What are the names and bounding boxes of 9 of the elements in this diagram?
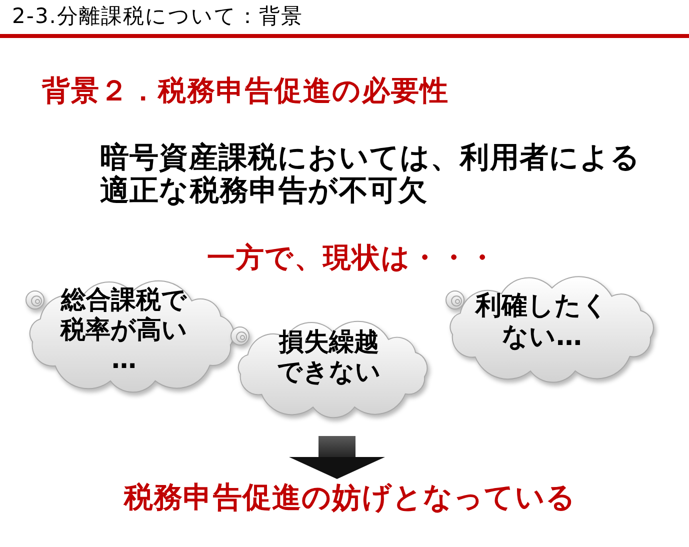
body-text: 暗号資産課税においては、利用者による適正な税務申告が不可欠: [100, 141, 642, 208]
cloud-text: 利確したくない…: [474, 291, 610, 354]
slide-title: 2-3.分離課税について：背景: [12, 4, 303, 30]
block-arrow: [289, 436, 385, 479]
cloud-text: 総合課税で税率が高い…: [59, 285, 188, 375]
conclusion-text: 税務申告促進の妨げとなっている: [124, 479, 576, 516]
section-heading: 背景２．税務申告促進の必要性: [42, 74, 449, 108]
cloud-text: 損失繰越できない: [276, 327, 382, 387]
subheading: 一方で、現状は・・・: [207, 241, 497, 275]
